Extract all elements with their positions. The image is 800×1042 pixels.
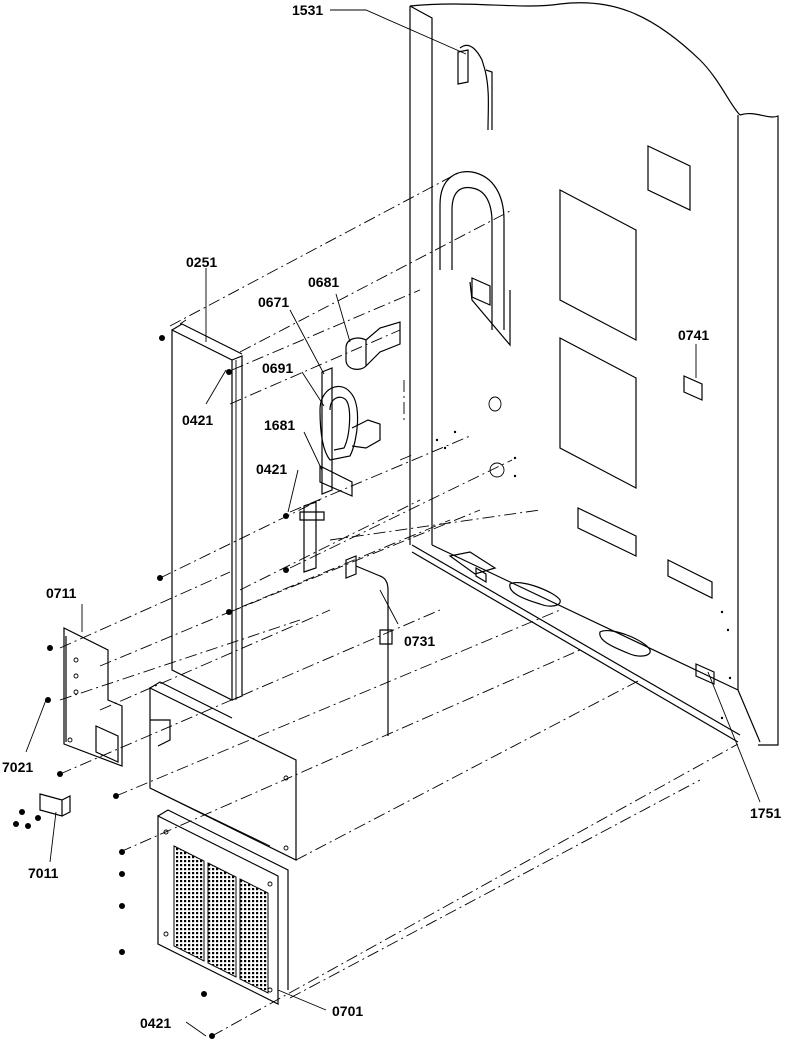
screw-icon: [25, 823, 31, 829]
screw-icon: [283, 567, 289, 573]
screw-icon: [45, 697, 51, 703]
callout-7011: 7011: [28, 865, 59, 881]
callout-0701: 0701: [332, 1003, 363, 1019]
screw-icon: [159, 335, 165, 341]
callout-0681: 0681: [308, 274, 339, 290]
callout-1751: 1751: [750, 805, 781, 821]
compressor-assembly: [299, 321, 401, 573]
screw-icon: [19, 809, 25, 815]
leader-lines: [25, 9, 761, 1037]
screw-icon: [119, 871, 125, 877]
callout-0691: 0691: [262, 360, 293, 376]
callout-0741: 0741: [678, 327, 709, 343]
part-7011: [39, 793, 71, 817]
screw-icon: [35, 815, 41, 821]
screw-icon: [119, 949, 125, 955]
screw-icon: [201, 991, 207, 997]
screw-icon: [13, 821, 19, 827]
cabinet-back-panel: [409, 2, 779, 746]
callout-0671: 0671: [258, 294, 289, 310]
callout-1531: 1531: [292, 2, 323, 18]
alignment-lines: [59, 171, 739, 1037]
grille-panel-0701: [157, 809, 289, 1005]
callout-0731: 0731: [404, 633, 435, 649]
side-panel: [149, 681, 297, 861]
callout-1681: 1681: [264, 417, 295, 433]
screw-icon: [119, 903, 125, 909]
bracket-0711: [63, 627, 123, 767]
screw-icon: [47, 645, 53, 651]
callout-0421-upper: 0421: [182, 412, 213, 428]
tube-0731: [345, 555, 393, 736]
callout-labels: 1531 0251 0681 0671 0691 0421 0741 1681 …: [2, 2, 781, 1031]
screw-icon: [226, 369, 232, 375]
callout-7021: 7021: [2, 759, 33, 775]
callout-0421-middle: 0421: [256, 461, 287, 477]
callout-0421-lower: 0421: [140, 1015, 171, 1031]
callout-0711: 0711: [46, 585, 77, 601]
callout-0251: 0251: [186, 254, 217, 270]
